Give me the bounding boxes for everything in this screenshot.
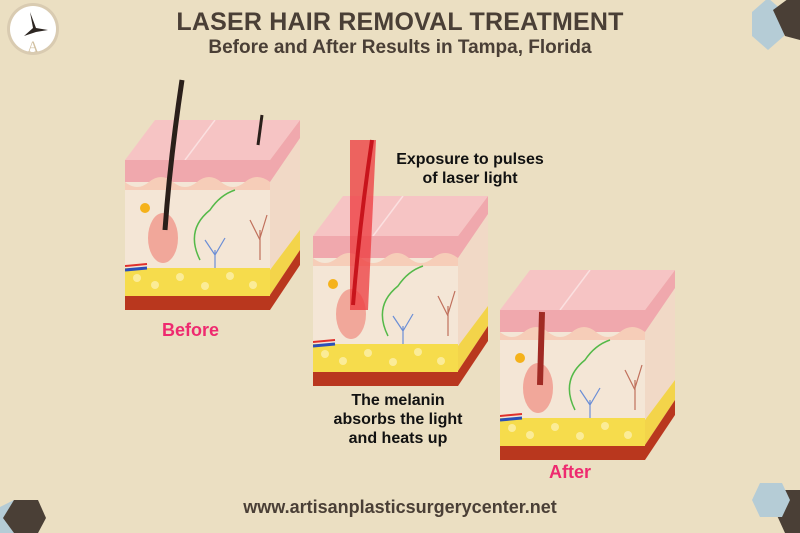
- skin-diagram-before: [125, 79, 300, 310]
- hexagon-decoration: [752, 483, 790, 517]
- page-subtitle: Before and After Results in Tampa, Flori…: [208, 37, 592, 58]
- skin-diagram-laser: [313, 139, 488, 386]
- before-label: Before: [162, 320, 220, 340]
- hexagon-decoration: [773, 0, 800, 40]
- angel-letter-a-logo: A: [7, 3, 59, 56]
- caption-line: and heats up: [348, 430, 448, 447]
- laser-exposure-caption: Exposure to pulses of laser light: [380, 150, 560, 188]
- caption-line: The melanin: [351, 392, 445, 409]
- page-title: LASER HAIR REMOVAL TREATMENT: [176, 8, 624, 36]
- svg-text:A: A: [27, 39, 39, 56]
- melanin-caption: The melanin absorbs the light and heats …: [318, 391, 478, 448]
- hexagon-decoration: [3, 500, 46, 533]
- after-label: After: [549, 462, 592, 482]
- caption-line: of laser light: [422, 170, 518, 187]
- skin-diagram-after: [500, 270, 675, 460]
- caption-line: absorbs the light: [333, 411, 463, 428]
- caption-line: Exposure to pulses: [396, 151, 544, 168]
- website-url[interactable]: www.artisanplasticsurgerycenter.net: [243, 497, 557, 517]
